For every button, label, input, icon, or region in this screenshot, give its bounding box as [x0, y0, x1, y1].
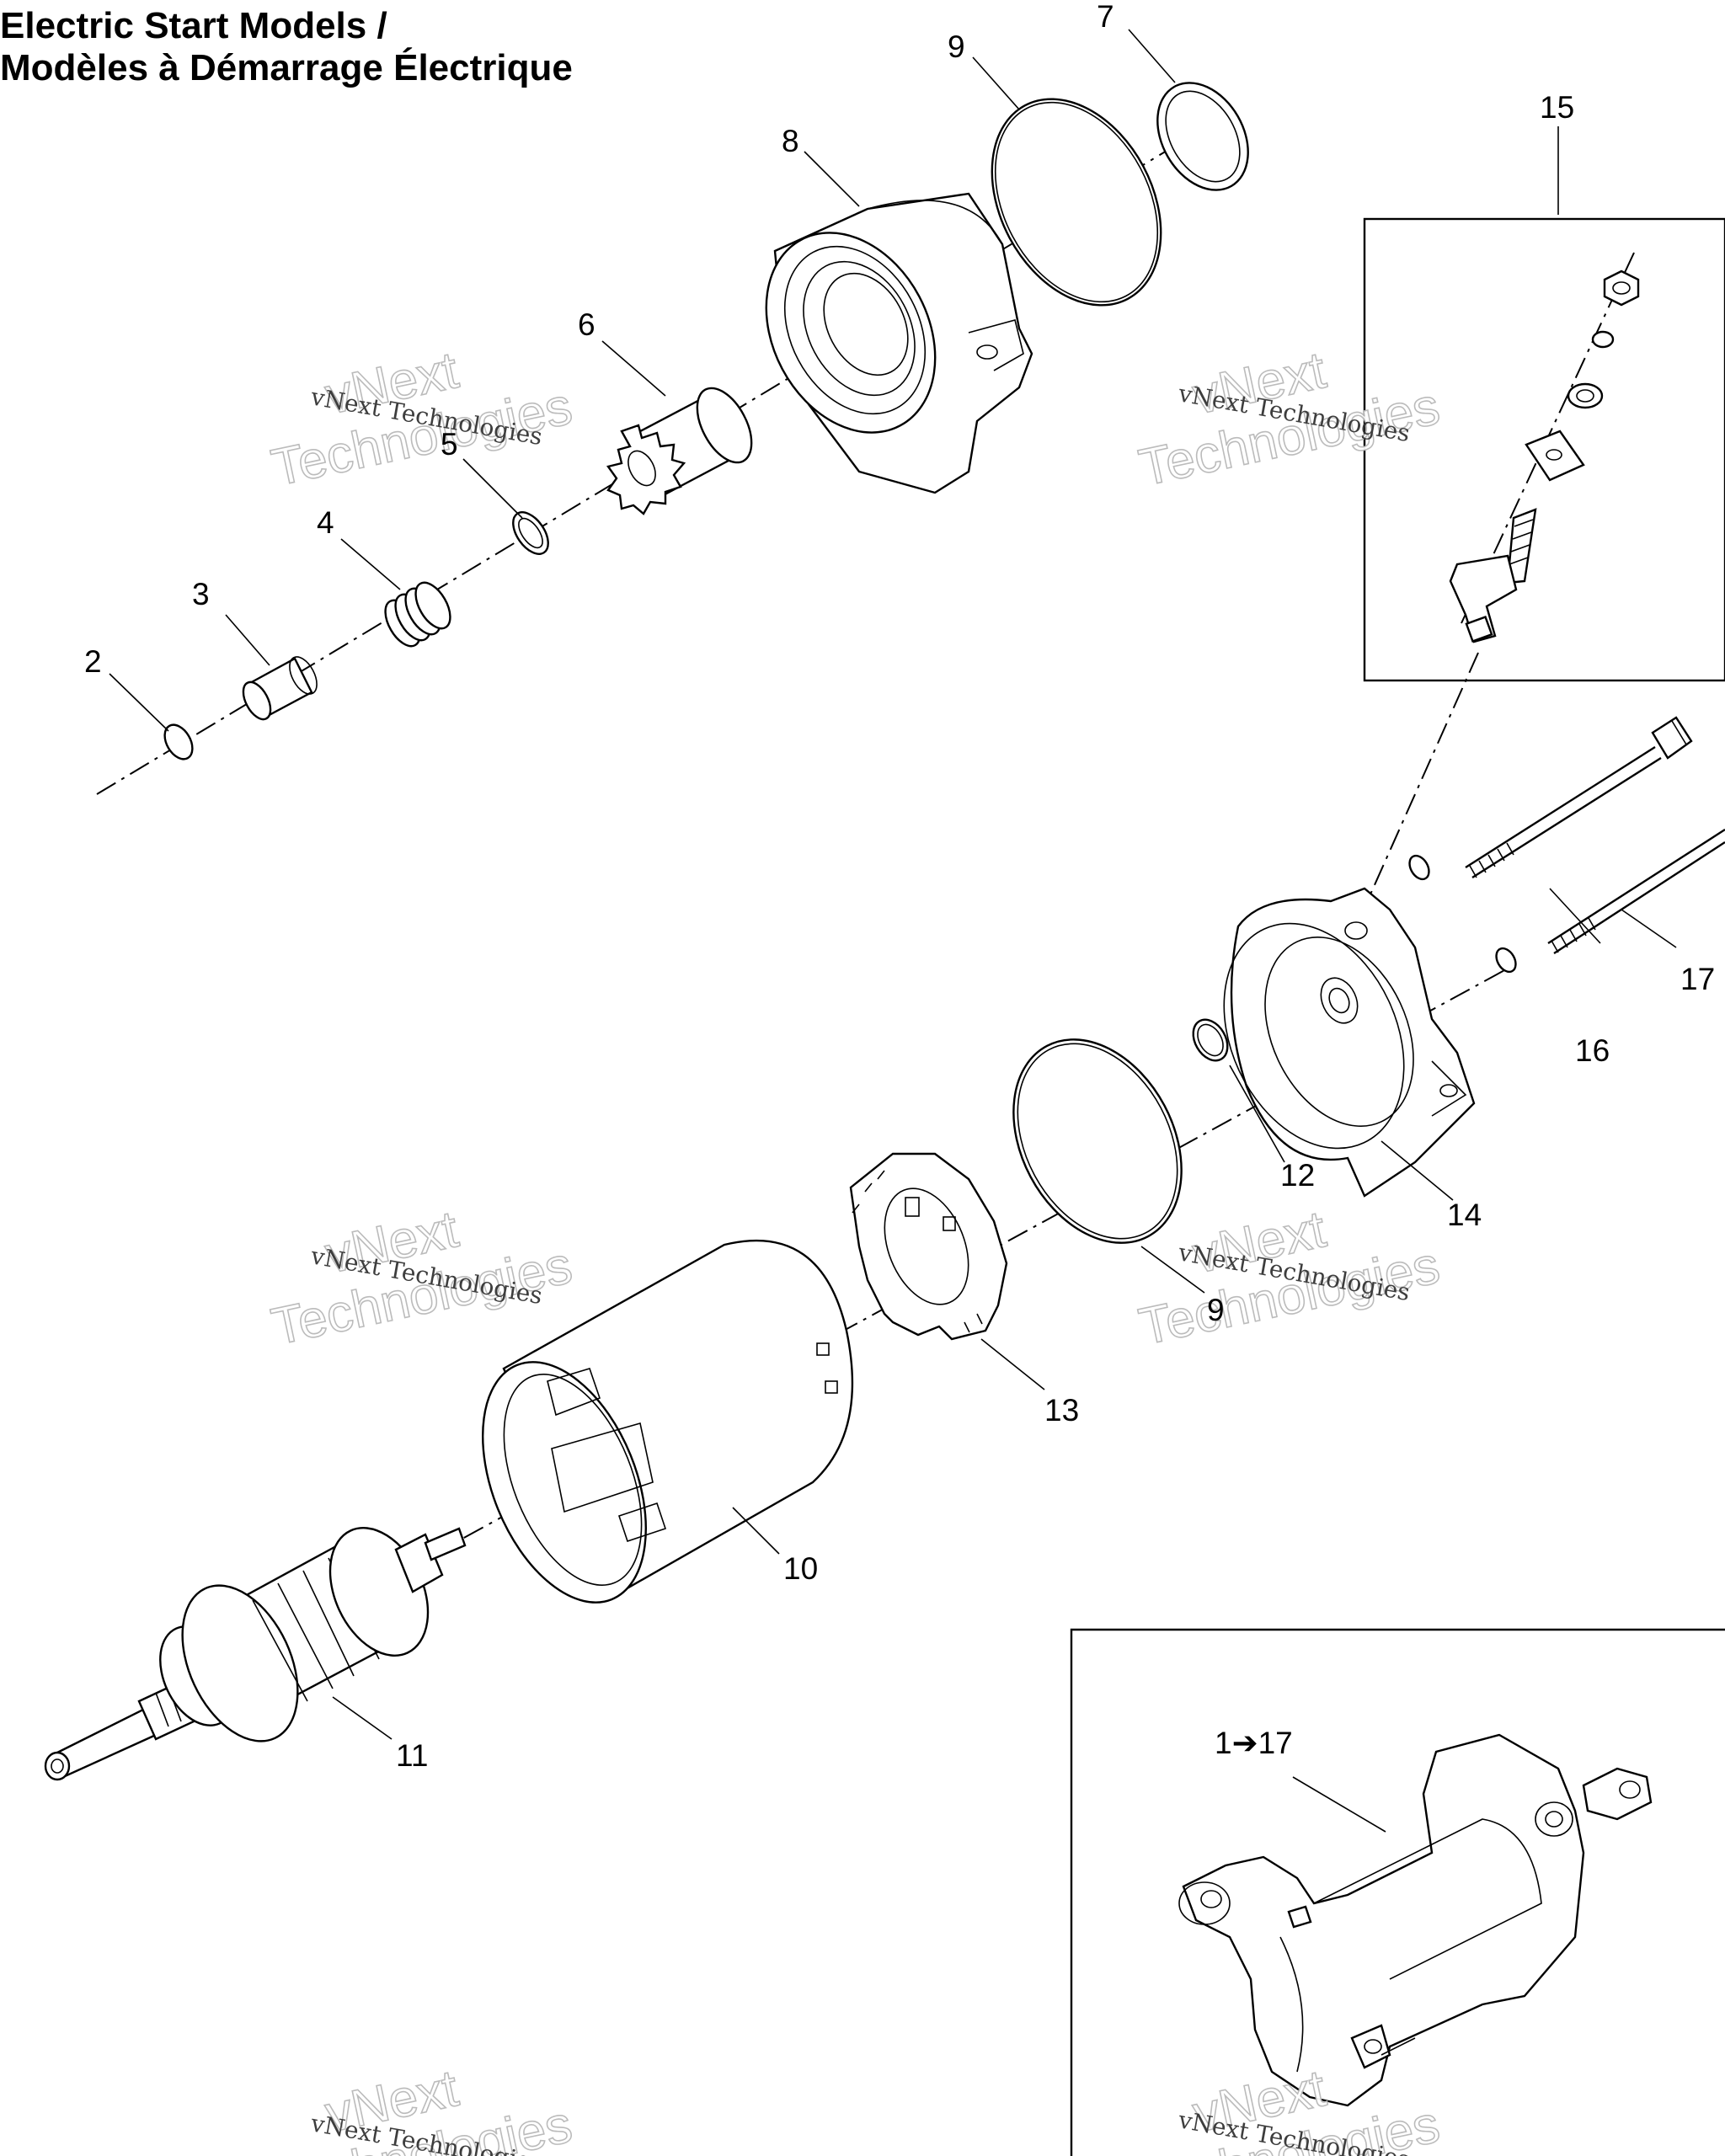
part-16-washers [1408, 854, 1517, 974]
callout-13: 13 [1044, 1393, 1079, 1428]
part-13-brush-plate [849, 1152, 1008, 1341]
leader-lines [109, 29, 1677, 1833]
callout-6: 6 [578, 307, 595, 342]
page-title: Electric Start Models / Modèles à Démarr… [0, 5, 573, 89]
part-5-washer [512, 511, 549, 555]
callout-9-upper: 9 [948, 29, 965, 64]
part-9-o-ring-upper [991, 98, 1162, 307]
callout-16: 16 [1575, 1033, 1610, 1068]
part-8-front-housing [765, 192, 1033, 494]
part-11-armature [44, 1527, 467, 1781]
callout-11: 11 [396, 1738, 428, 1773]
callout-12: 12 [1280, 1158, 1315, 1193]
title-line-french: Modèles à Démarrage Électrique [0, 47, 573, 88]
callout-8: 8 [782, 124, 799, 158]
part-2-snap-ring [163, 723, 194, 760]
callout-3: 3 [192, 577, 210, 611]
callout-4: 4 [317, 505, 334, 540]
part-9-o-ring-lower [1012, 1038, 1183, 1244]
assembled-starter-inset [1070, 1628, 1725, 2156]
part-10-yoke-frame [482, 1239, 854, 1604]
part-6-pinion [606, 387, 753, 515]
callout-labels: 2 3 4 5 6 7 8 9 15 17 16 12 14 9 13 10 1… [84, 0, 1715, 1773]
part-7-seal [1156, 82, 1249, 191]
callout-7: 7 [1097, 0, 1114, 34]
part-15-terminal-kit-inset [1363, 217, 1725, 682]
callout-assembly: 1➔17 [1215, 1726, 1293, 1760]
part-17-through-bolts [1465, 716, 1725, 955]
title-line-english: Electric Start Models / [0, 5, 387, 46]
callout-10: 10 [783, 1551, 818, 1586]
callout-5: 5 [441, 427, 458, 462]
part-4-spring [384, 581, 451, 648]
callout-14: 14 [1447, 1198, 1482, 1232]
inset-leader-line [1355, 652, 1479, 927]
callout-9-lower: 9 [1207, 1293, 1225, 1327]
callout-17: 17 [1680, 962, 1715, 996]
callout-15: 15 [1540, 90, 1574, 125]
part-14-end-cover [1223, 887, 1476, 1198]
part-3-sleeve [242, 656, 318, 721]
part-12-small-o-ring [1192, 1018, 1229, 1062]
callout-2: 2 [84, 644, 102, 679]
